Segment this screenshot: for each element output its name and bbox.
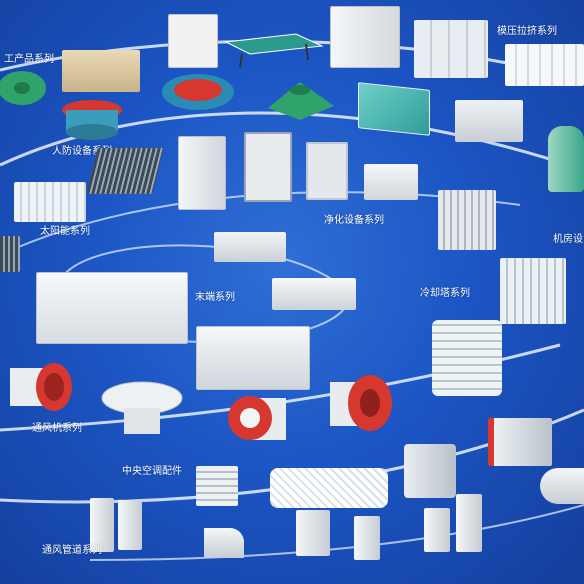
label-terminal: 末端系列 [195,292,235,303]
label-civil-defense: 人防设备系列 [52,146,112,157]
duct-vertical [456,494,482,552]
duct-tee [296,510,330,556]
cooling-unit-grey [438,190,496,250]
ping-pong-table-icon [224,33,324,69]
solar-panel [86,148,164,194]
louver-vent [196,466,238,506]
green-disc-icon [0,71,46,105]
container-unit [14,182,86,222]
air-handling-unit [36,272,188,344]
label-molded-tank: 模压拉挤系列 [497,26,557,37]
cold-storage-room [330,6,400,68]
blast-valve-icon [62,100,122,140]
duct-reducer [424,508,450,552]
label-solar: 太阳能系列 [40,226,90,237]
label-purification: 净化设备系列 [324,215,384,226]
label-cooling-tower: 冷却塔系列 [420,288,470,299]
roof-fan-icon [101,381,183,434]
axial-fan-large-icon [330,375,392,431]
electrical-cabinet [168,14,218,68]
label-hvac-parts: 中央空调配件 [122,466,182,477]
label-ventilator: 通风机系列 [32,423,82,434]
duct-straight [90,498,114,552]
frp-panels [505,44,584,86]
green-hood-icon [268,82,334,120]
label-machine-room: 机房设 [553,234,583,245]
duct-unit [272,278,356,310]
solar-panel-small [0,236,20,272]
duct-square [118,500,142,550]
diffuser-grille [270,468,388,508]
duct-elbow [204,528,244,558]
axial-fan-icon [10,363,72,411]
clean-bench [244,132,292,202]
fume-hood [306,142,348,200]
cooling-tower-square [500,258,566,324]
fire-damper [488,418,552,466]
centrifugal-fan-icon [228,396,286,440]
label-industrial: 工产品系列 [4,54,54,65]
duct-branch [354,516,380,560]
label-duct: 通风管道系列 [42,545,102,556]
air-shower-room [178,136,226,210]
purifier-box [364,164,418,200]
cylinder-tank [540,468,584,504]
industrial-cabinet [62,50,140,92]
cabinet-ahu [196,326,310,390]
damper-valve [404,444,456,498]
glass-panel [358,82,430,136]
red-valve-icon [162,74,234,110]
fan-coil-unit [214,232,286,262]
cooling-tower-round [432,320,502,396]
water-tank [414,20,488,78]
tank-vessel [548,126,584,192]
control-cabinet [455,100,523,142]
